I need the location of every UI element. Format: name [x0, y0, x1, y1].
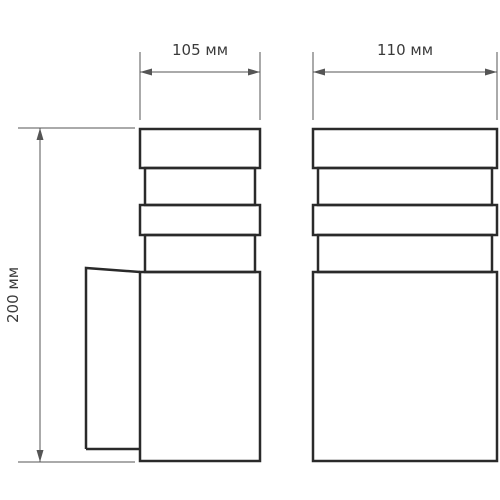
body [311, 270, 499, 463]
arrowhead-right [248, 68, 260, 76]
wall-bracket [84, 266, 141, 449]
dimension-front-width: 110 мм [312, 41, 498, 120]
body [138, 270, 262, 463]
middle-ring [138, 203, 262, 237]
upper-band [143, 166, 257, 207]
dimension-label-front-width: 110 мм [377, 41, 433, 59]
upper-band [316, 166, 494, 207]
top-cap [138, 127, 262, 170]
lower-band [143, 233, 257, 274]
arrowhead-bottom [36, 450, 44, 462]
dimension-label-side-width: 105 мм [172, 41, 228, 59]
front-view [311, 127, 499, 463]
arrowhead-left [140, 68, 152, 76]
top-cap [311, 127, 499, 170]
lower-band [316, 233, 494, 274]
dimension-side-width: 105 мм [139, 41, 261, 120]
arrowhead-right [485, 68, 497, 76]
arrowhead-top [36, 128, 44, 140]
dimension-label-height: 200 мм [4, 267, 22, 323]
dimension-height: 200 мм [4, 127, 135, 463]
side-view [84, 127, 262, 463]
middle-ring [311, 203, 499, 237]
arrowhead-left [313, 68, 325, 76]
